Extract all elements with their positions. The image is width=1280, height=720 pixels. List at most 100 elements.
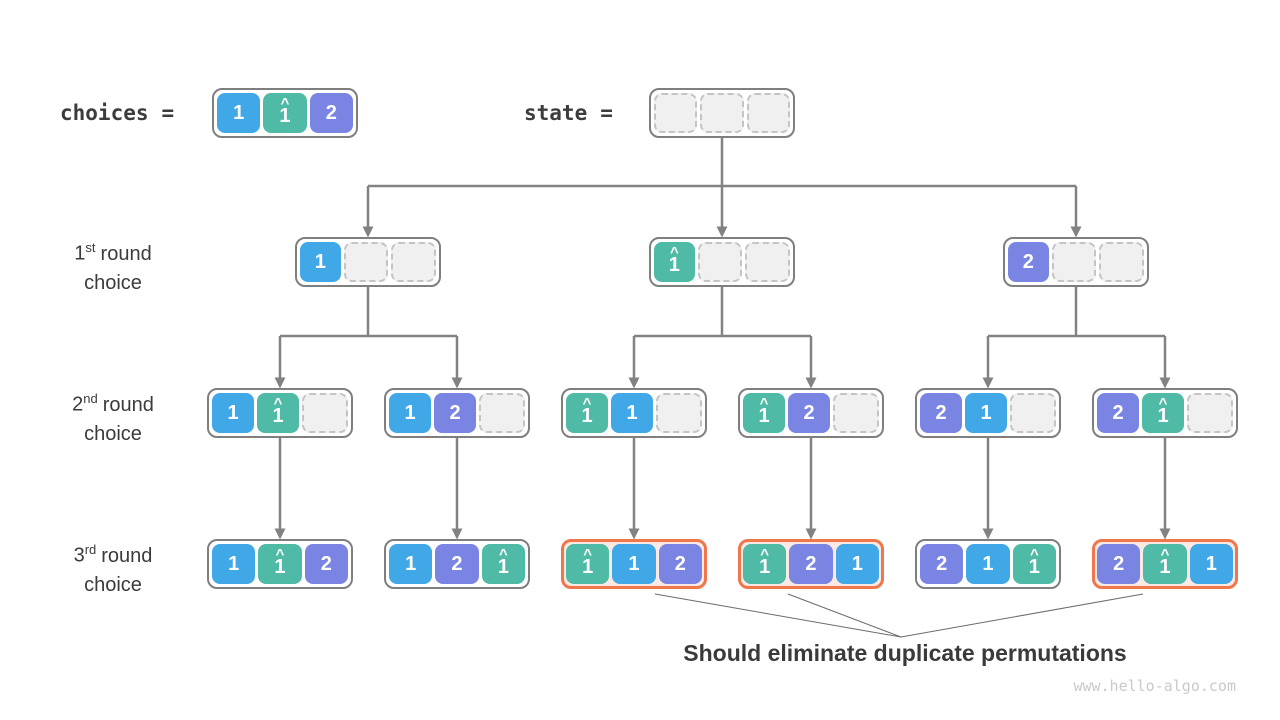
empty-cell [1099, 242, 1145, 282]
state-cell: ^1 [1012, 544, 1056, 584]
hat-mark: ^ [280, 95, 290, 112]
ordinal: 2 [72, 393, 84, 416]
empty-cell [700, 93, 744, 133]
state-cell: 2 [789, 544, 833, 584]
empty-cell [302, 393, 348, 433]
state-equation: state = [524, 88, 613, 138]
state-cell: 2 [920, 544, 964, 584]
cell-value: 2 [1113, 552, 1125, 575]
duplicate-callout-lines [654, 593, 1144, 638]
cell-value: 2 [805, 552, 817, 575]
state-box-round2-1: 1 ^1 [207, 388, 353, 438]
state-cell: 2 [788, 393, 830, 433]
cell-value: 1 [668, 254, 680, 276]
ordinal: 1 [74, 242, 86, 265]
cell-value: 1 [851, 552, 863, 575]
empty-cell [343, 242, 389, 282]
state-box-round2-4: ^1 2 [738, 388, 884, 438]
state-cell: ^1 [481, 544, 525, 584]
state-box-round1-3: 2 [1003, 237, 1149, 287]
cell-value: 1 [626, 401, 638, 424]
cell-value: 1 [279, 105, 291, 127]
cell-value: 2 [451, 552, 463, 575]
state-cell: ^1 [743, 393, 785, 433]
empty-cell [479, 393, 525, 433]
hat-mark: ^ [669, 244, 679, 261]
label-text: choice [84, 271, 142, 294]
hat-mark: ^ [582, 395, 592, 412]
ordinal-suffix: nd [83, 391, 98, 406]
empty-cell [833, 393, 879, 433]
state-cell: ^1 [257, 393, 299, 433]
cell-value: 1 [759, 556, 771, 578]
state-cell: 2 [304, 544, 348, 584]
cell-value: 2 [935, 401, 947, 424]
state-cell: 1 [1189, 544, 1233, 584]
state-box-round3-5: 2 1 ^1 [915, 539, 1061, 589]
state-box-round2-5: 2 1 [915, 388, 1061, 438]
empty-cell [697, 242, 743, 282]
label-text: choice [84, 422, 142, 445]
state-cell: 1 [835, 544, 879, 584]
hat-mark: ^ [275, 546, 285, 563]
state-cell: 1 [212, 393, 254, 433]
label-text: round [102, 393, 154, 416]
cell-value: 2 [674, 552, 686, 575]
choices-label: choices [60, 101, 149, 125]
ordinal: 3 [73, 544, 85, 567]
state-cell: 1 [966, 544, 1010, 584]
cell-value: 1 [404, 401, 416, 424]
state-cell: 1 [389, 544, 433, 584]
state-cell: ^1 [566, 544, 610, 584]
hat-mark: ^ [583, 546, 593, 563]
choices-equation: choices = [60, 88, 174, 138]
state-cell: 1 [389, 393, 431, 433]
state-cell: ^1 [566, 393, 608, 433]
cell-value: 1 [980, 401, 992, 424]
choice-cell: 2 [309, 93, 353, 133]
duplicate-permutations-note: Should eliminate duplicate permutations [683, 640, 1127, 666]
state-cell: 1 [611, 393, 653, 433]
label-text: round [100, 242, 152, 265]
cell-value: 2 [1112, 401, 1124, 424]
state-cell: 2 [1008, 242, 1049, 282]
state-cell: 2 [920, 393, 962, 433]
cell-value: 1 [233, 101, 245, 124]
empty-cell [1187, 393, 1233, 433]
state-cell: 2 [1097, 544, 1141, 584]
state-cell: 2 [658, 544, 702, 584]
empty-cell [1051, 242, 1097, 282]
choices-box: 1 ^1 2 [212, 88, 358, 138]
state-box-round3-3-duplicate: ^1 1 2 [561, 539, 707, 589]
empty-cell [1010, 393, 1056, 433]
cell-value: 2 [936, 552, 948, 575]
state-box-round1-2: ^1 [649, 237, 795, 287]
cell-value: 2 [325, 101, 337, 124]
state-box-round2-6: 2 ^1 [1092, 388, 1238, 438]
cell-value: 1 [1205, 552, 1217, 575]
cell-value: 1 [228, 552, 240, 575]
empty-cell [656, 393, 702, 433]
state-cell: ^1 [258, 544, 302, 584]
choice-cell: 1 [217, 93, 261, 133]
choice-cell: ^1 [263, 93, 307, 133]
hat-mark: ^ [1158, 395, 1168, 412]
ordinal-suffix: st [85, 240, 96, 255]
state-box-round3-1: 1 ^1 2 [207, 539, 353, 589]
cell-value: 1 [227, 401, 239, 424]
state-cell: 2 [435, 544, 479, 584]
state-cell: ^1 [1142, 393, 1184, 433]
state-box-round2-3: ^1 1 [561, 388, 707, 438]
label-text: choice [84, 573, 142, 596]
state-cell: 1 [300, 242, 341, 282]
state-cell: 2 [1097, 393, 1139, 433]
hat-mark: ^ [498, 546, 508, 563]
cell-value: 1 [1159, 556, 1171, 578]
ordinal-suffix: rd [84, 542, 97, 557]
state-cell: 1 [965, 393, 1007, 433]
cell-value: 1 [1157, 405, 1169, 427]
watermark: www.hello-algo.com [1073, 677, 1236, 695]
